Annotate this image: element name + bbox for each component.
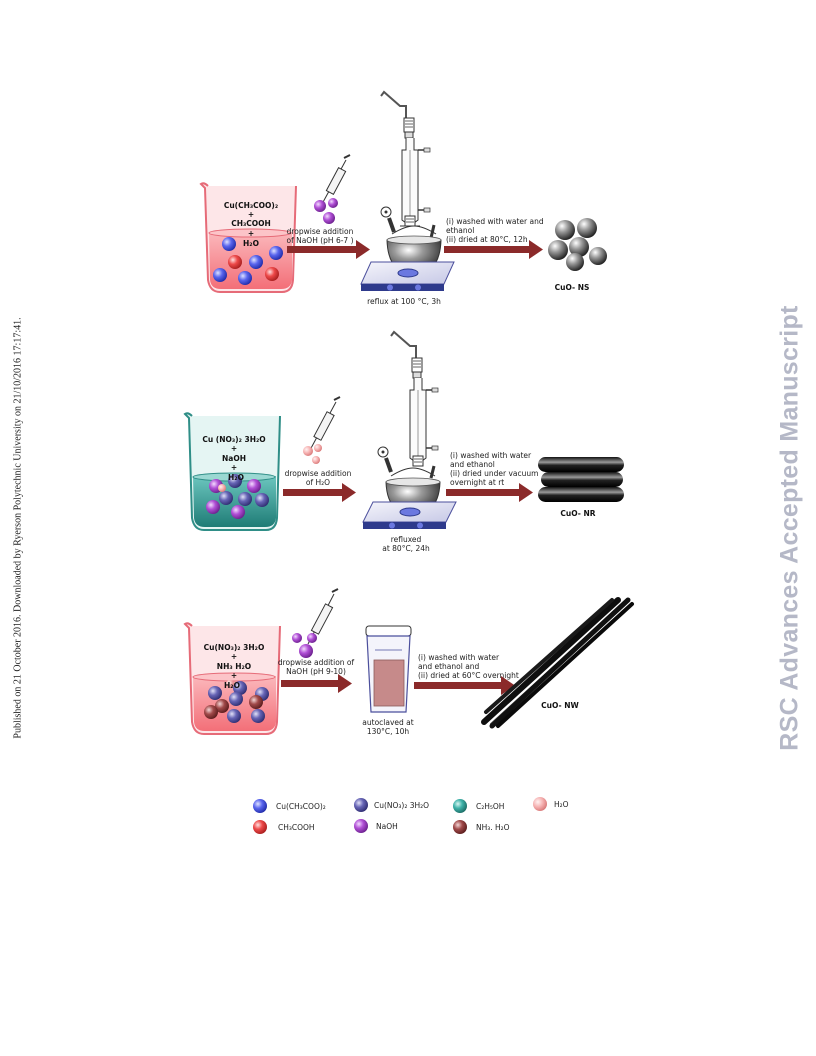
row3-step1-label-2: NaOH (pH 9-10) bbox=[286, 667, 346, 676]
row3-wash-3: (ii) dried at 60°C overnight bbox=[418, 671, 519, 680]
row2-plus-2: + bbox=[231, 463, 237, 472]
row1-reagent-2: CH₃COOH bbox=[231, 219, 271, 228]
row2-arrow-1 bbox=[283, 483, 356, 502]
acetic-acid-sphere bbox=[228, 255, 242, 269]
row2-water: H₂O bbox=[228, 473, 244, 482]
row1-plus-2: + bbox=[248, 229, 254, 238]
legend-item-water: H₂O bbox=[533, 797, 569, 811]
row3-autoclave-label-1: autoclaved at bbox=[362, 718, 413, 727]
row1-arrow-1 bbox=[287, 240, 370, 259]
row3-autoclave-label-2: 130°C, 10h bbox=[367, 727, 410, 736]
row2-syringe bbox=[303, 396, 341, 464]
row2-process: Cu (NO₃)₂ 3H₂O + NaOH + H₂O dropwise add… bbox=[183, 330, 624, 553]
row3-arrow-2 bbox=[414, 676, 515, 695]
row1-syringe bbox=[314, 154, 351, 224]
water-drop bbox=[303, 446, 313, 456]
row2-wash-2: and ethanol bbox=[450, 460, 495, 469]
row3-process: Cu(NO₃)₂ 3H₂O + NH₃ H₂O + H₂O dropwise a… bbox=[183, 588, 634, 736]
row3-syringe bbox=[292, 588, 339, 658]
cu-acetate-sphere bbox=[222, 237, 236, 251]
autoclave-vessel bbox=[365, 625, 412, 713]
svg-text:Cu(NO₃)₂ 3H₂O: Cu(NO₃)₂ 3H₂O bbox=[374, 801, 429, 810]
legend-item-ethanol: C₂H₅OH bbox=[453, 799, 504, 813]
row2-plus-1: + bbox=[231, 444, 237, 453]
row3-arrow-1 bbox=[281, 674, 352, 693]
row2-reagent-2: NaOH bbox=[222, 454, 246, 463]
row1-wash-1: (i) washed with water and bbox=[446, 217, 544, 226]
row1-water: H₂O bbox=[243, 239, 259, 248]
row2-arrow-2 bbox=[446, 483, 533, 502]
row2-reflux-label-1: refluxed bbox=[391, 535, 422, 544]
svg-text:NH₃. H₂O: NH₃. H₂O bbox=[476, 823, 510, 832]
row1-process: Cu(CH₃COO)₂ + CH₃COOH + H₂O dropwise add… bbox=[199, 90, 607, 306]
row1-step1-label-1: dropwise addition bbox=[287, 227, 354, 236]
svg-text:H₂O: H₂O bbox=[554, 800, 569, 809]
legend-item-ammonia: NH₃. H₂O bbox=[453, 820, 510, 834]
row1-arrow-2 bbox=[444, 240, 543, 259]
row3-reagent-1: Cu(NO₃)₂ 3H₂O bbox=[204, 643, 265, 652]
row2-wash-3: (ii) dried under vacuum bbox=[450, 469, 538, 478]
row1-hotplate bbox=[360, 261, 455, 291]
row2-reflux-label-2: at 80°C, 24h bbox=[382, 544, 430, 553]
row1-beaker: Cu(CH₃COO)₂ + CH₃COOH + H₂O bbox=[199, 182, 297, 293]
nanowire-bundle bbox=[481, 597, 634, 729]
row3-beaker: Cu(NO₃)₂ 3H₂O + NH₃ H₂O + H₂O bbox=[183, 622, 281, 735]
naoh-drop bbox=[314, 200, 326, 212]
row2-product-label: CuO- NR bbox=[560, 509, 595, 518]
row2-reagent-1: Cu (NO₃)₂ 3H₂O bbox=[202, 435, 265, 444]
row1-step1-label-2: of NaOH (pH 6-7 ) bbox=[286, 236, 353, 245]
row2-step1-label-1: dropwise addition bbox=[285, 469, 352, 478]
ammonia-sphere bbox=[215, 699, 229, 713]
row1-plus-1: + bbox=[248, 210, 254, 219]
row3-reagent-2: NH₃ H₂O bbox=[217, 662, 251, 671]
svg-text:Cu(CH₃COO)₂: Cu(CH₃COO)₂ bbox=[276, 802, 326, 811]
legend-item-acetic-acid: CH₃COOH bbox=[253, 820, 315, 834]
row3-plus-1: + bbox=[231, 652, 237, 661]
row2-beaker: Cu (NO₃)₂ 3H₂O + NaOH + H₂O bbox=[183, 412, 281, 531]
svg-text:NaOH: NaOH bbox=[376, 822, 398, 831]
nanosphere-cluster bbox=[548, 218, 607, 271]
row1-reagent-1: Cu(CH₃COO)₂ bbox=[224, 201, 278, 210]
row2-reflux-apparatus bbox=[377, 330, 441, 515]
row1-product-label: CuO- NS bbox=[555, 283, 590, 292]
row2-wash-1: (i) washed with water bbox=[450, 451, 532, 460]
row3-wash-2: and ethanol and bbox=[418, 662, 480, 671]
row3-plus-2: + bbox=[231, 671, 237, 680]
svg-text:CH₃COOH: CH₃COOH bbox=[278, 823, 315, 832]
row2-step1-label-2: of H₂O bbox=[306, 478, 330, 487]
legend: Cu(CH₃COO)₂ Cu(NO₃)₂ 3H₂O C₂H₅OH H₂O CH₃… bbox=[253, 797, 569, 834]
row1-wash-3: (ii) dried at 80°C, 12h bbox=[446, 235, 528, 244]
row3-water: H₂O bbox=[224, 681, 240, 690]
row3-wash-1: (i) washed with water bbox=[418, 653, 500, 662]
svg-text:C₂H₅OH: C₂H₅OH bbox=[476, 802, 504, 811]
row1-wash-2: ethanol bbox=[446, 226, 474, 235]
row2-hotplate bbox=[362, 501, 457, 529]
row2-wash-4: overnight at rt bbox=[450, 478, 504, 487]
legend-item-cu-nitrate: Cu(NO₃)₂ 3H₂O bbox=[354, 798, 429, 812]
legend-item-cu-acetate: Cu(CH₃COO)₂ bbox=[253, 799, 326, 813]
nanorod-stack bbox=[538, 457, 624, 502]
row3-step1-label-1: dropwise addition of bbox=[278, 658, 355, 667]
row1-reflux-apparatus bbox=[380, 90, 442, 275]
legend-item-naoh: NaOH bbox=[354, 819, 398, 833]
row1-reflux-label: reflux at 100 °C, 3h bbox=[367, 297, 441, 306]
row3-product-label: CuO- NW bbox=[541, 701, 579, 710]
